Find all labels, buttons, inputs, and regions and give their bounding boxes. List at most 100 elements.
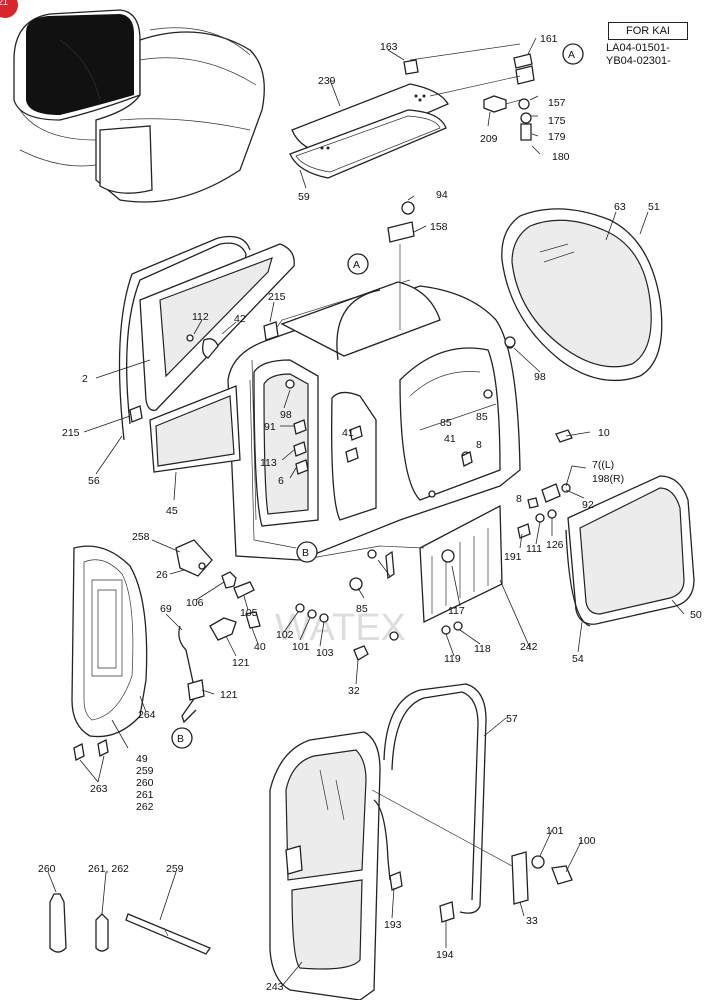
part-label: 63 (614, 201, 626, 213)
callout-b-bracket: B (171, 727, 193, 749)
part-label: 215 (268, 291, 286, 303)
callout-a-cab: A (347, 253, 369, 275)
part-label: 119 (444, 653, 461, 665)
cab-door-assembly (269, 683, 573, 1001)
part-label: 259 (136, 765, 154, 777)
part-label: 91 (264, 421, 276, 433)
model-label-box: FOR KAI (608, 22, 688, 40)
part-label: 260 (38, 863, 56, 875)
part-label: 101 (546, 825, 564, 837)
part-label: 126 (546, 539, 564, 551)
part-label: 262 (136, 801, 154, 813)
roof-latch-parts (409, 43, 535, 141)
part-label: 100 (578, 835, 596, 847)
part-label: 112 (192, 311, 209, 323)
part-label: 51 (648, 201, 660, 213)
part-label: 113 (260, 457, 277, 469)
part-label: 85 (476, 411, 488, 423)
part-label: 59 (298, 191, 310, 203)
roof-hatch-assembly (289, 59, 449, 179)
part-label: 261 (136, 789, 154, 801)
part-label: 2 (82, 373, 88, 385)
part-label: 180 (552, 151, 570, 163)
part-label: 258 (132, 531, 150, 543)
part-label: 33 (526, 915, 538, 927)
consumables (49, 893, 211, 955)
part-label: 260 (136, 777, 154, 789)
part-label: 101 (292, 641, 310, 653)
part-label: 105 (240, 607, 258, 619)
part-label: 242 (520, 641, 538, 653)
part-label: 26 (156, 569, 168, 581)
callout-a-top: A (562, 43, 584, 65)
serial-range-1: LA04-01501- (606, 42, 670, 54)
part-label: 6 (278, 475, 284, 487)
left-rear-panel (71, 545, 148, 761)
part-label: 263 (90, 783, 108, 795)
right-side-window-assembly (501, 208, 663, 382)
part-label: 7((L) (592, 459, 614, 471)
part-label: 121 (220, 689, 238, 701)
part-label: 8 (476, 439, 482, 451)
rear-window-assembly (565, 475, 695, 627)
svg-text:A: A (568, 49, 575, 61)
front-window-frame (118, 235, 295, 521)
serial-range-2: YB04-02301- (606, 55, 671, 67)
part-label: 157 (548, 97, 566, 109)
part-label: 8 (516, 493, 522, 505)
svg-text:B: B (177, 733, 184, 745)
part-label: 45 (166, 505, 178, 517)
svg-text:A: A (353, 259, 360, 271)
leader-lines (47, 37, 685, 987)
hardware-parts (129, 321, 573, 724)
part-label: 57 (506, 713, 518, 725)
part-label: 175 (548, 115, 566, 127)
part-label: 56 (88, 475, 100, 487)
part-label: 41 (444, 433, 456, 445)
part-label: 102 (276, 629, 294, 641)
svg-text:B: B (302, 547, 309, 559)
part-label: 198(R) (592, 473, 624, 485)
part-label: 193 (384, 919, 402, 931)
part-label: 32 (348, 685, 360, 697)
part-label: 261, 262 (88, 863, 129, 875)
part-label: 118 (474, 643, 491, 655)
part-label: 49 (136, 753, 148, 765)
part-label: 54 (572, 653, 584, 665)
part-label: 117 (448, 605, 465, 617)
part-label: 215 (62, 427, 80, 439)
part-label: 85 (440, 417, 452, 429)
part-label: 103 (316, 647, 334, 659)
part-label: 191 (504, 551, 522, 563)
part-label: 158 (430, 221, 448, 233)
machine-overview-thumbnail (13, 9, 265, 203)
part-number-labels: 163 161 239 157 175 209 179 180 59 94 15… (38, 33, 702, 993)
part-label: 264 (138, 709, 156, 721)
part-label: 121 (232, 657, 250, 669)
part-label: 41 (342, 427, 354, 439)
callout-b-cab: B (296, 541, 318, 563)
part-label: 69 (160, 603, 172, 615)
part-label: 259 (166, 863, 184, 875)
part-label: 40 (254, 641, 266, 653)
part-label: 42 (234, 313, 246, 325)
page-badge: 21 (0, 0, 18, 18)
part-label: 163 (380, 41, 398, 53)
part-label: 10 (598, 427, 610, 439)
part-label: 94 (436, 189, 448, 201)
part-label: 85 (356, 603, 368, 615)
part-label: 243 (266, 981, 284, 993)
part-label: 98 (280, 409, 292, 421)
part-label: 92 (582, 499, 594, 511)
part-label: 106 (186, 597, 204, 609)
part-label: 239 (318, 75, 336, 87)
part-label: 98 (534, 371, 546, 383)
part-label: 161 (540, 33, 558, 45)
part-label: 194 (436, 949, 454, 961)
part-label: 111 (526, 543, 542, 555)
part-label: 179 (548, 131, 566, 143)
part-label: 209 (480, 133, 498, 145)
part-label: 50 (690, 609, 702, 621)
